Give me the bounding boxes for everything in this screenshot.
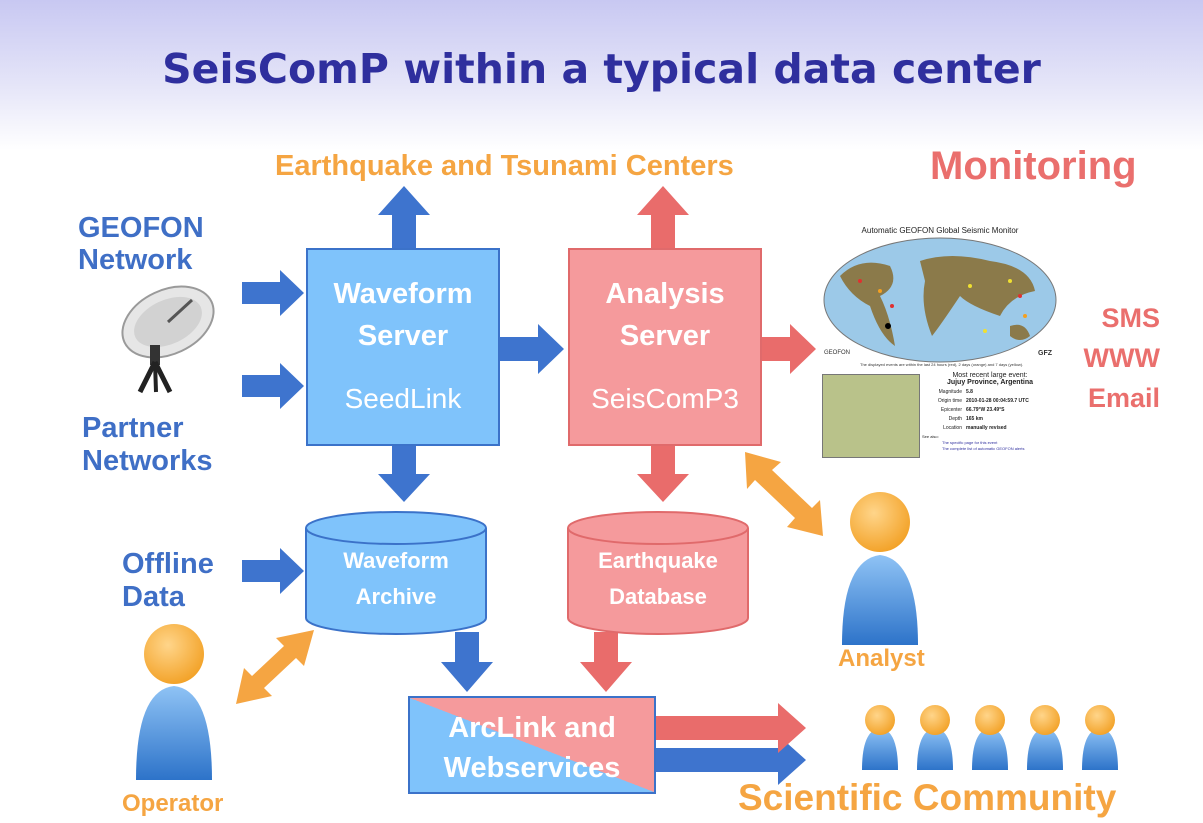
community-person-icon-1 bbox=[862, 705, 898, 770]
arrow-geofon-in bbox=[242, 270, 304, 316]
analysis-server-line2: Server bbox=[619, 320, 711, 352]
event-field-value: 66.79°W 23.49°S bbox=[966, 407, 1005, 413]
monitor-title: Automatic GEOFON Global Seismic Monitor bbox=[861, 226, 1019, 235]
world-map-icon bbox=[823, 237, 1057, 363]
arrow-analysis-to-monitor bbox=[760, 324, 816, 374]
arrow-up-analysis bbox=[637, 186, 689, 248]
operator-label: Operator bbox=[122, 790, 224, 817]
waveform-archive-line1: Waveform bbox=[343, 548, 449, 573]
geofon-line: GEOFON bbox=[78, 212, 204, 244]
seiscomp3-label: SeisComP3 bbox=[591, 383, 739, 414]
partner-line: Partner bbox=[82, 412, 184, 444]
monitor-caption: The displayed events are within the last… bbox=[860, 362, 1024, 367]
seedlink-label: SeedLink bbox=[344, 383, 462, 414]
arrow-arclink-blue bbox=[652, 735, 806, 785]
event-field-label: Origin time bbox=[937, 398, 962, 404]
event-field-row: Epicenter 66.79°W 23.49°S bbox=[922, 406, 1058, 415]
see-also: See also: The specific page for this eve… bbox=[922, 434, 1058, 452]
waveform-archive-label: Waveform Archive bbox=[306, 548, 486, 610]
earthquake-database-label: Earthquake Database bbox=[568, 548, 748, 610]
monitoring-label: Monitoring bbox=[930, 144, 1137, 188]
see-also-link-list[interactable]: The complete list of automatic GEOFON al… bbox=[942, 446, 1025, 451]
earthquake-database-line1: Earthquake bbox=[598, 548, 718, 573]
analysis-server-box: Analysis Server SeisComP3 bbox=[568, 248, 762, 446]
waveform-archive-line2: Archive bbox=[355, 584, 437, 609]
arrow-server-to-archive bbox=[378, 444, 430, 502]
network-line: Network bbox=[78, 244, 193, 276]
community-person-icon-3 bbox=[972, 705, 1008, 770]
waveform-server-box: Waveform Server SeedLink bbox=[306, 248, 500, 446]
event-field-value: 165 km bbox=[966, 416, 983, 422]
event-field-label: Magnitude bbox=[938, 389, 962, 395]
arclink-line2: Webservices bbox=[443, 752, 621, 784]
title-band bbox=[0, 0, 1203, 150]
waveform-server-line2: Server bbox=[357, 320, 449, 352]
arrow-archive-to-arclink bbox=[441, 632, 493, 692]
analyst-icon bbox=[842, 492, 918, 645]
earthquake-database-cylinder bbox=[567, 511, 749, 635]
networks-line: Networks bbox=[82, 445, 213, 477]
event-field-row: Origin time 2010-01-28 00:04:59.7 UTC bbox=[922, 397, 1058, 406]
offline-line: Offline bbox=[122, 548, 214, 580]
event-field-row: Location manually revised bbox=[922, 424, 1058, 433]
arrow-analyst-double bbox=[745, 452, 823, 536]
event-field-value: 5.8 bbox=[966, 389, 973, 395]
partner-networks-label: Partner Networks bbox=[82, 412, 213, 478]
event-field-value: manually revised bbox=[966, 425, 1007, 431]
page-title: SeisComP within a typical data center bbox=[162, 45, 1041, 93]
event-field-label: Epicenter bbox=[940, 407, 962, 413]
sms-label: SMS bbox=[1101, 303, 1160, 333]
geofon-network-label: GEOFON Network bbox=[78, 212, 204, 276]
scientific-community-label: Scientific Community bbox=[738, 777, 1117, 818]
tsunami-centers-label: Earthquake and Tsunami Centers bbox=[275, 150, 734, 182]
see-also-link-event[interactable]: The specific page for this event bbox=[942, 440, 998, 445]
waveform-archive-cylinder bbox=[305, 511, 487, 635]
earthquake-database-line2: Database bbox=[609, 584, 707, 609]
operator-icon bbox=[136, 624, 212, 780]
arrow-operator-double bbox=[236, 630, 314, 704]
arrow-waveform-to-analysis bbox=[500, 324, 564, 374]
event-details: Most recent large event: Jujuy Province,… bbox=[922, 372, 1058, 452]
event-heading: Most recent large event: bbox=[952, 372, 1028, 379]
email-label: Email bbox=[1087, 383, 1160, 413]
event-field-value: 2010-01-28 00:04:59.7 UTC bbox=[966, 398, 1029, 404]
waveform-server-line1: Waveform bbox=[333, 278, 473, 310]
see-also-label: See also: bbox=[922, 434, 939, 439]
event-region: Jujuy Province, Argentina bbox=[946, 379, 1034, 386]
arrow-db-to-arclink bbox=[580, 632, 632, 692]
www-label: WWW bbox=[1083, 343, 1160, 373]
event-field-label: Location bbox=[943, 425, 962, 431]
regional-map-thumbnail bbox=[822, 374, 920, 458]
arrow-analysis-to-db bbox=[637, 444, 689, 502]
arrow-partner-in bbox=[242, 363, 304, 409]
analysis-server-line1: Analysis bbox=[605, 278, 725, 310]
gfz-logo: GFZ bbox=[1038, 350, 1052, 357]
arclink-line1: ArcLink and bbox=[448, 712, 616, 744]
event-field-row: Depth 165 km bbox=[922, 415, 1058, 424]
event-field-row: Magnitude 5.8 bbox=[922, 388, 1058, 397]
arclink-box: ArcLink and Webservices bbox=[408, 696, 656, 794]
data-line: Data bbox=[122, 581, 185, 613]
arrow-up-waveform bbox=[378, 186, 430, 248]
geofon-logo: GEOFON bbox=[824, 350, 851, 356]
offline-data-label: Offline Data bbox=[122, 548, 214, 614]
event-field-label: Depth bbox=[948, 416, 962, 422]
arrow-arclink-pink bbox=[652, 703, 806, 753]
arrow-offline-in bbox=[242, 548, 304, 594]
community-person-icon-2 bbox=[917, 705, 953, 770]
seismic-monitor-panel: Automatic GEOFON Global Seismic Monitor … bbox=[820, 222, 1060, 458]
community-person-icon-5 bbox=[1082, 705, 1118, 770]
output-channels: SMS WWW Email bbox=[1060, 298, 1160, 418]
analyst-label: Analyst bbox=[838, 645, 925, 672]
community-person-icon-4 bbox=[1027, 705, 1063, 770]
